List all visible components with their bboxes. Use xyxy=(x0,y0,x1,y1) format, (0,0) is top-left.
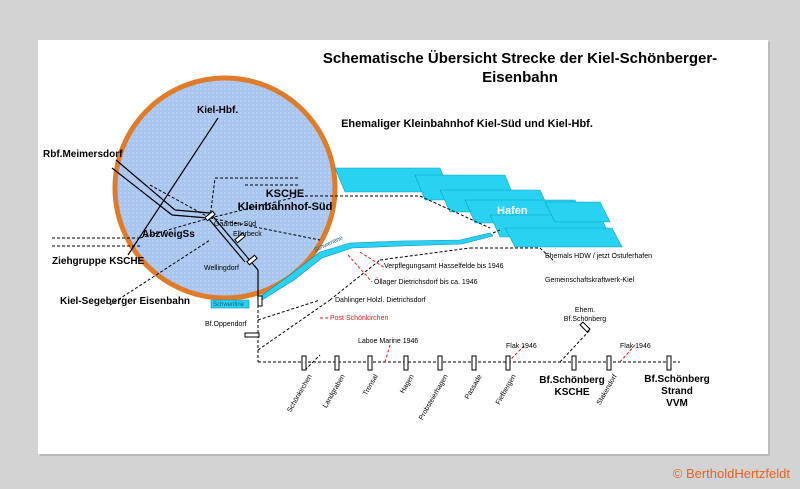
label-strand-2: Strand xyxy=(661,386,693,397)
label-schwentine-2: Schwentine xyxy=(213,302,245,308)
label-ellerbeck: Ellerbeck xyxy=(233,231,262,238)
label-kleinbahnhof-sued: Kleinbahnhof-Süd xyxy=(238,201,333,213)
title-line-2: Eisenbahn xyxy=(482,69,558,86)
label-ziehgruppe: Ziehgruppe KSCHE xyxy=(52,256,145,267)
station-label: Trensal xyxy=(362,373,380,397)
label-ehem: Ehem. xyxy=(575,307,595,314)
label-oppendorf: Bf.Oppendorf xyxy=(205,321,247,328)
main-lines xyxy=(111,117,259,300)
station-label: Probsteierhagen xyxy=(418,373,450,421)
label-wellingdorf: Wellingdorf xyxy=(204,265,239,272)
label-gkw: Gemeinschaftskraftwerk-Kiel xyxy=(545,277,635,284)
label-segeberger: Kiel-Segeberger Eisenbahn xyxy=(60,296,190,307)
label-strand-3: VVM xyxy=(666,398,688,409)
label-abzweig: AbzweigSs xyxy=(142,229,195,240)
label-strand-1: Bf.Schönberg xyxy=(644,374,710,385)
label-hdw: Ehemals HDW / jetzt Ostuferhafen xyxy=(545,253,652,260)
label-laboe: Laboe Marine 1946 xyxy=(358,338,418,345)
label-hafen: Hafen xyxy=(497,205,528,217)
label-kiel-hbf: Kiel-Hbf. xyxy=(197,105,238,116)
label-schoenberg-ksche-1: Bf.Schönberg xyxy=(539,375,605,386)
red-dashed xyxy=(320,251,636,363)
station-label: Landgraben xyxy=(322,373,347,409)
label-ehem-bf: Bf.Schönberg xyxy=(564,316,607,323)
subtitle: Ehemaliger Kleinbahnhof Kiel-Süd und Kie… xyxy=(341,118,593,130)
city-circle xyxy=(112,75,338,301)
station-label: Schönkirchen xyxy=(286,373,313,413)
label-dahlinger: Dahlinger Holzl. Dietrichsdorf xyxy=(335,297,426,304)
station-label: Passade xyxy=(464,373,484,400)
schwentine-river xyxy=(210,232,494,309)
label-post: Post Schönkirchen xyxy=(330,315,388,322)
harbour-water xyxy=(334,167,623,248)
copyright: © BertholdHertzfeldt xyxy=(672,466,790,481)
label-gaarden-sued: Gaarden-Süd xyxy=(214,221,256,228)
label-flak-2: Flak 1946 xyxy=(620,343,651,350)
station-markers xyxy=(204,210,672,371)
label-ksche: KSCHE xyxy=(266,188,305,200)
label-flak-1: Flak 1946 xyxy=(506,343,537,350)
station-label: Hagen xyxy=(399,373,415,394)
label-schoenberg-ksche-2: KSCHE xyxy=(554,387,589,398)
label-oellager: Öllager Dietrichsdorf bis ca. 1946 xyxy=(374,278,478,286)
label-verpflegung: Verpflegungsamt Hasselfelde bis 1946 xyxy=(384,263,504,270)
title-line-1: Schematische Übersicht Strecke der Kiel-… xyxy=(323,50,717,67)
label-rbf-meimersdorf: Rbf.Meimersdorf xyxy=(43,149,123,160)
station-label: Fiefbergen xyxy=(495,373,518,406)
